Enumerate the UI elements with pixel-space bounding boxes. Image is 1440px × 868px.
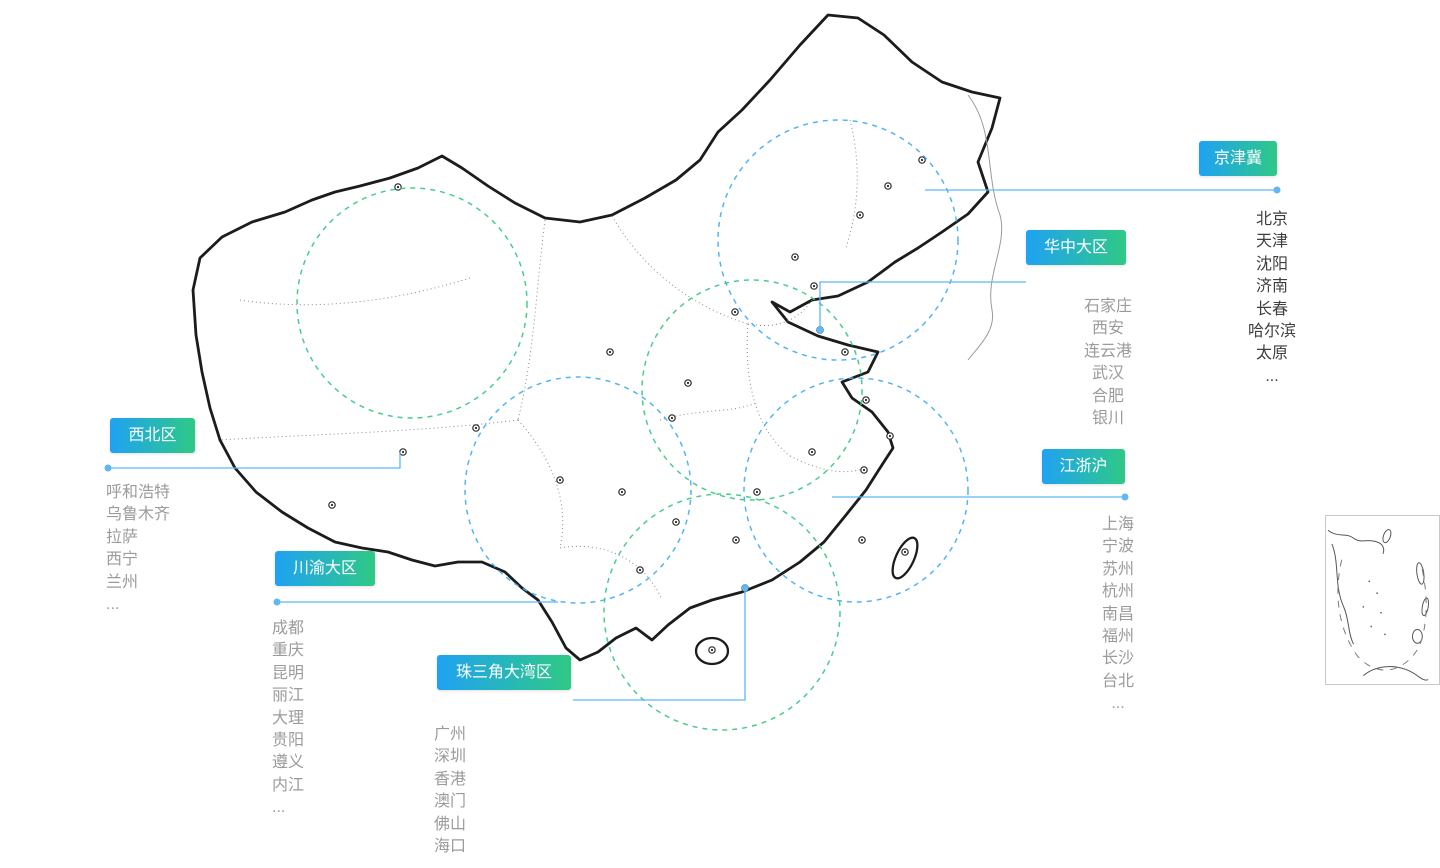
city-item: 合肥 <box>1091 387 1125 405</box>
city-item: 丽江 <box>272 687 305 705</box>
city-item: 长沙 <box>1101 650 1135 668</box>
inset-philippines-island <box>1416 562 1425 585</box>
city-item: ... <box>106 596 120 614</box>
inset-mainland-coast <box>1327 529 1385 554</box>
city-item: 西宁 <box>106 551 139 569</box>
region-city-list-xibei: 呼和浩特乌鲁木齐拉萨西宁兰州... <box>106 482 170 616</box>
inset-philippines-island <box>1411 628 1423 644</box>
region-badge-jiangzhehu[interactable]: 江浙沪 <box>1042 449 1125 484</box>
city-item: 武汉 <box>1091 365 1125 383</box>
city-item: 南昌 <box>1101 605 1135 623</box>
region-badge-chuanyu[interactable]: 川渝大区 <box>275 551 375 586</box>
region-city-list-jingjinji: 北京天津沈阳济南长春哈尔滨太原... <box>1248 209 1296 388</box>
taiwan-island <box>891 536 919 580</box>
city-item: 济南 <box>1255 278 1289 296</box>
leader-dot-jingjinji <box>1273 186 1281 194</box>
leader-line-huazhong <box>819 281 1026 330</box>
city-item: 石家庄 <box>1083 298 1133 315</box>
city-item: 乌鲁木齐 <box>106 506 171 524</box>
leader-dot-jiangzhehu <box>1121 493 1129 501</box>
city-item: 太原 <box>1255 345 1289 363</box>
leader-line-zhusanjiao <box>573 588 746 701</box>
leader-lines <box>104 186 1281 701</box>
city-item: 广州 <box>434 726 467 743</box>
city-item: 兰州 <box>106 573 139 591</box>
region-circle-xibei <box>296 187 528 419</box>
inset-island-dots <box>1362 580 1386 636</box>
south-china-sea-inset <box>1325 515 1440 685</box>
region-circle-zhusanjiao <box>603 493 841 731</box>
city-item: 银川 <box>1091 410 1125 428</box>
city-item: 拉萨 <box>106 528 139 546</box>
city-item: 北京 <box>1255 211 1289 228</box>
border-river <box>967 94 1003 361</box>
leader-dot-huazhong <box>816 326 824 334</box>
city-item: 贵阳 <box>272 732 305 750</box>
city-item: 呼和浩特 <box>106 484 171 501</box>
city-item: 杭州 <box>1101 583 1135 601</box>
inset-vietnam-coast <box>1331 543 1354 645</box>
city-item: 香港 <box>434 770 467 788</box>
city-item: 福州 <box>1101 628 1135 646</box>
city-item: ... <box>272 799 286 817</box>
leader-dot-chuanyu <box>273 598 281 606</box>
city-item: ... <box>1265 367 1279 385</box>
city-item: 西安 <box>1091 320 1125 338</box>
inset-nine-dash-line <box>1337 559 1427 671</box>
city-item: 台北 <box>1101 672 1135 690</box>
city-item: 深圳 <box>434 748 467 766</box>
city-item: 连云港 <box>1083 342 1133 360</box>
city-item: 遵义 <box>272 754 305 772</box>
city-item: 哈尔滨 <box>1247 323 1297 341</box>
region-city-list-jiangzhehu: 上海宁波苏州杭州南昌福州长沙台北... <box>1102 514 1134 716</box>
region-circles <box>296 119 969 731</box>
inset-taiwan-island <box>1382 529 1392 544</box>
city-item: 海口 <box>434 838 467 856</box>
city-item: 沈阳 <box>1255 255 1289 273</box>
leader-dot-xibei <box>104 464 112 472</box>
region-circle-jiangzhehu <box>743 377 969 603</box>
city-item: ... <box>1111 695 1125 713</box>
city-item: 上海 <box>1101 516 1135 533</box>
region-city-list-zhusanjiao: 广州深圳香港澳门佛山海口... <box>434 724 466 868</box>
city-item: 天津 <box>1255 233 1289 251</box>
city-item: 昆明 <box>272 664 305 682</box>
region-city-list-huazhong: 石家庄西安连云港武汉合肥银川 <box>1084 296 1132 430</box>
city-item: 澳门 <box>434 793 467 811</box>
city-item: 重庆 <box>272 642 305 660</box>
city-item: 苏州 <box>1101 560 1135 578</box>
city-item: 佛山 <box>434 815 467 833</box>
city-item: 内江 <box>272 776 305 794</box>
city-item: 宁波 <box>1101 538 1135 556</box>
city-item: ... <box>434 858 466 868</box>
city-item: 长春 <box>1255 300 1289 318</box>
region-badge-xibei[interactable]: 西北区 <box>110 418 195 453</box>
city-item: 大理 <box>272 709 305 727</box>
region-badge-zhusanjiao[interactable]: 珠三角大湾区 <box>437 655 571 690</box>
china-mainland-outline <box>191 13 1002 662</box>
region-circle-chuanyu <box>464 376 692 604</box>
region-badge-jingjinji[interactable]: 京津冀 <box>1199 141 1277 176</box>
region-circle-huazhong <box>641 279 863 501</box>
inset-philippines-island <box>1421 597 1430 617</box>
region-city-list-chuanyu: 成都重庆昆明丽江大理贵阳遵义内江... <box>272 618 304 820</box>
leader-dot-zhusanjiao <box>741 584 749 592</box>
region-badge-huazhong[interactable]: 华中大区 <box>1026 230 1126 265</box>
region-circle-jingjinji <box>717 119 959 361</box>
leader-line-xibei <box>108 452 401 469</box>
city-item: 成都 <box>272 620 305 637</box>
